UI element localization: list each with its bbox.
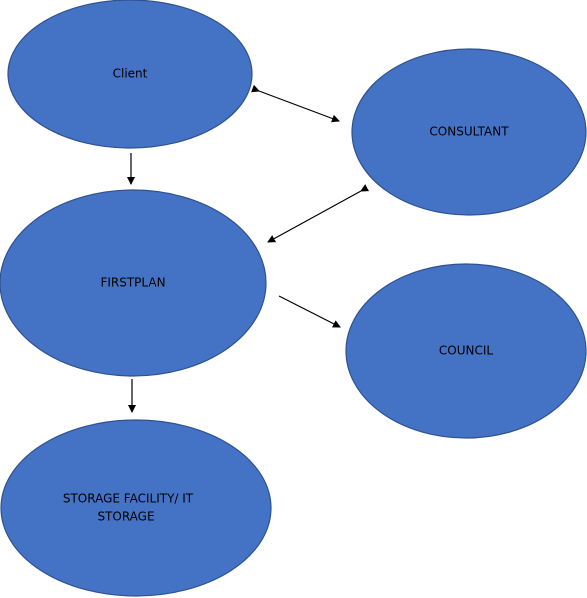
node-consultant-shape	[351, 48, 587, 216]
node-consultant-label: CONSULTANT	[429, 125, 509, 139]
node-storage-label-line2: STORAGE	[97, 510, 154, 524]
node-council: COUNCIL	[345, 263, 587, 439]
edge-client-consultant	[251, 84, 340, 123]
edge-consultant-firstplan	[267, 184, 370, 243]
edge-firstplan-council	[278, 295, 341, 328]
node-consultant: CONSULTANT	[351, 48, 587, 216]
node-client-shape	[7, 0, 253, 149]
node-firstplan-label: FIRSTPLAN	[100, 276, 165, 290]
node-storage-shape	[0, 419, 272, 597]
node-council-label: COUNCIL	[439, 344, 494, 358]
node-client: Client	[7, 0, 253, 149]
node-firstplan: FIRSTPLAN	[0, 189, 267, 377]
node-firstplan-shape	[0, 189, 267, 377]
node-storage-label-line1: STORAGE FACILITY/ IT	[63, 492, 194, 506]
node-client-label: Client	[113, 67, 148, 81]
node-storage: STORAGE FACILITY/ IT STORAGE	[0, 419, 272, 597]
node-council-shape	[345, 263, 587, 439]
